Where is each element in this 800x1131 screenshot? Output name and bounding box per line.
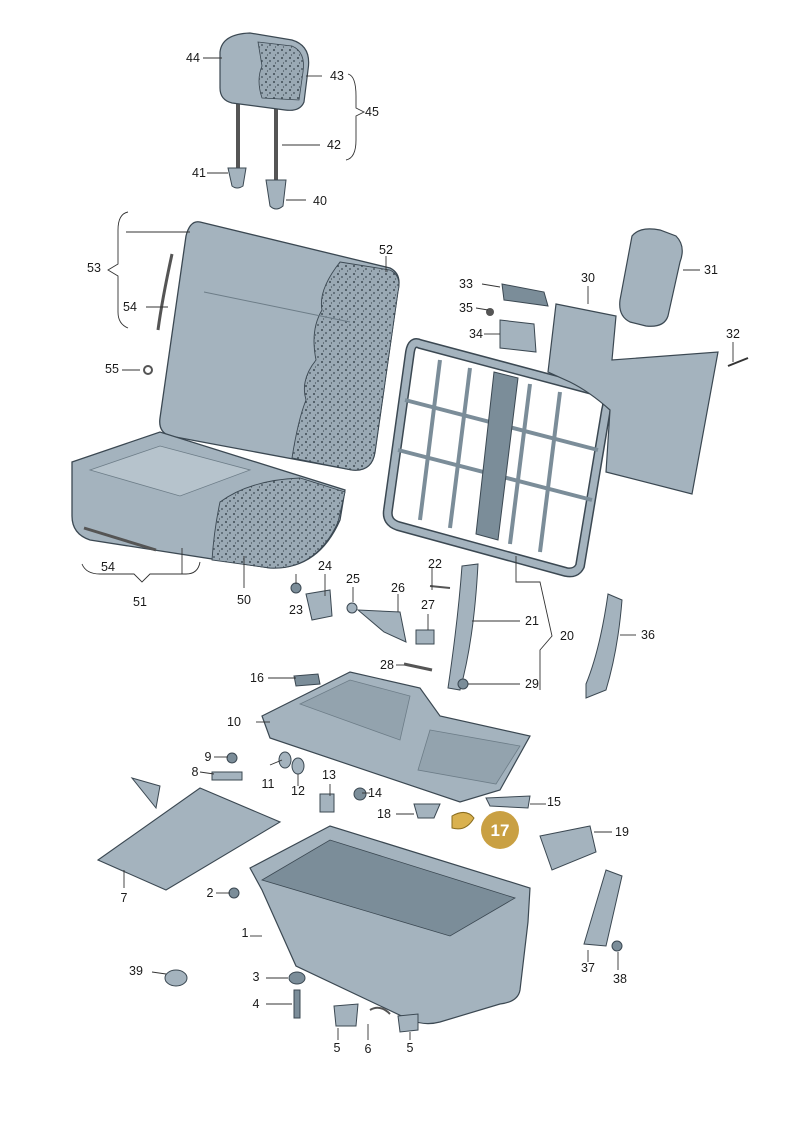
part-label-51[interactable]: 51 (133, 595, 147, 609)
part-label-10[interactable]: 10 (227, 715, 241, 729)
part-label-52[interactable]: 52 (379, 243, 393, 257)
part-label-7[interactable]: 7 (121, 891, 128, 905)
part-label-21[interactable]: 21 (525, 614, 539, 628)
part-label-38[interactable]: 38 (613, 972, 627, 986)
part-label-55[interactable]: 55 (105, 362, 119, 376)
side-trim-part (539, 593, 623, 947)
part-label-54[interactable]: 54 (101, 560, 115, 574)
part-label-37[interactable]: 37 (581, 961, 595, 975)
part-label-13[interactable]: 13 (322, 768, 336, 782)
part-label-44[interactable]: 44 (186, 51, 200, 65)
part-label-32[interactable]: 32 (726, 327, 740, 341)
part-label-43[interactable]: 43 (330, 69, 344, 83)
part-label-16[interactable]: 16 (250, 671, 264, 685)
part-label-34[interactable]: 34 (469, 327, 483, 341)
part-label-27[interactable]: 27 (421, 598, 435, 612)
part-label-36[interactable]: 36 (641, 628, 655, 642)
part-label-20[interactable]: 20 (560, 629, 574, 643)
part-label-14[interactable]: 14 (368, 786, 382, 800)
back-panel-part (486, 228, 749, 495)
part-label-6[interactable]: 6 (365, 1042, 372, 1056)
hinge-parts (290, 563, 479, 691)
part-label-9[interactable]: 9 (205, 750, 212, 764)
part-label-39[interactable]: 39 (129, 964, 143, 978)
part-label-19[interactable]: 19 (615, 825, 629, 839)
part-label-40[interactable]: 40 (313, 194, 327, 208)
part-label-22[interactable]: 22 (428, 557, 442, 571)
part-label-15[interactable]: 15 (547, 795, 561, 809)
part-label-31[interactable]: 31 (704, 263, 718, 277)
part-label-54[interactable]: 54 (123, 300, 137, 314)
part-label-33[interactable]: 33 (459, 277, 473, 291)
part-label-2[interactable]: 2 (207, 886, 214, 900)
fastener-parts (143, 365, 623, 1033)
headrest-part (219, 32, 310, 210)
seat-backrest-part (156, 221, 400, 471)
part-label-45[interactable]: 45 (365, 105, 379, 119)
part-label-23[interactable]: 23 (289, 603, 303, 617)
part-label-50[interactable]: 50 (237, 593, 251, 607)
part-label-24[interactable]: 24 (318, 559, 332, 573)
part-label-25[interactable]: 25 (346, 572, 360, 586)
part-label-35[interactable]: 35 (459, 301, 473, 315)
part-label-26[interactable]: 26 (391, 581, 405, 595)
part-label-53[interactable]: 53 (87, 261, 101, 275)
part-label-41[interactable]: 41 (192, 166, 206, 180)
part-label-12[interactable]: 12 (291, 784, 305, 798)
part-label-42[interactable]: 42 (327, 138, 341, 152)
base-tray-part (96, 777, 531, 1025)
part-label-11[interactable]: 11 (262, 777, 275, 791)
seat-pan-part (261, 671, 531, 803)
seat-cushion-part (71, 431, 346, 569)
part-label-3[interactable]: 3 (253, 970, 260, 984)
part-label-30[interactable]: 30 (581, 271, 595, 285)
highlight-badge-17[interactable]: 17 (481, 811, 519, 849)
part-label-5[interactable]: 5 (334, 1041, 341, 1055)
part-label-28[interactable]: 28 (380, 658, 394, 672)
leader-lines (81, 57, 734, 1040)
highlight-label: 17 (491, 821, 510, 840)
part-label-8[interactable]: 8 (192, 765, 199, 779)
part-label-29[interactable]: 29 (525, 677, 539, 691)
part-label-4[interactable]: 4 (253, 997, 260, 1011)
part-label-5[interactable]: 5 (407, 1041, 414, 1055)
part-label-1[interactable]: 1 (242, 926, 249, 940)
part-label-18[interactable]: 18 (377, 807, 391, 821)
